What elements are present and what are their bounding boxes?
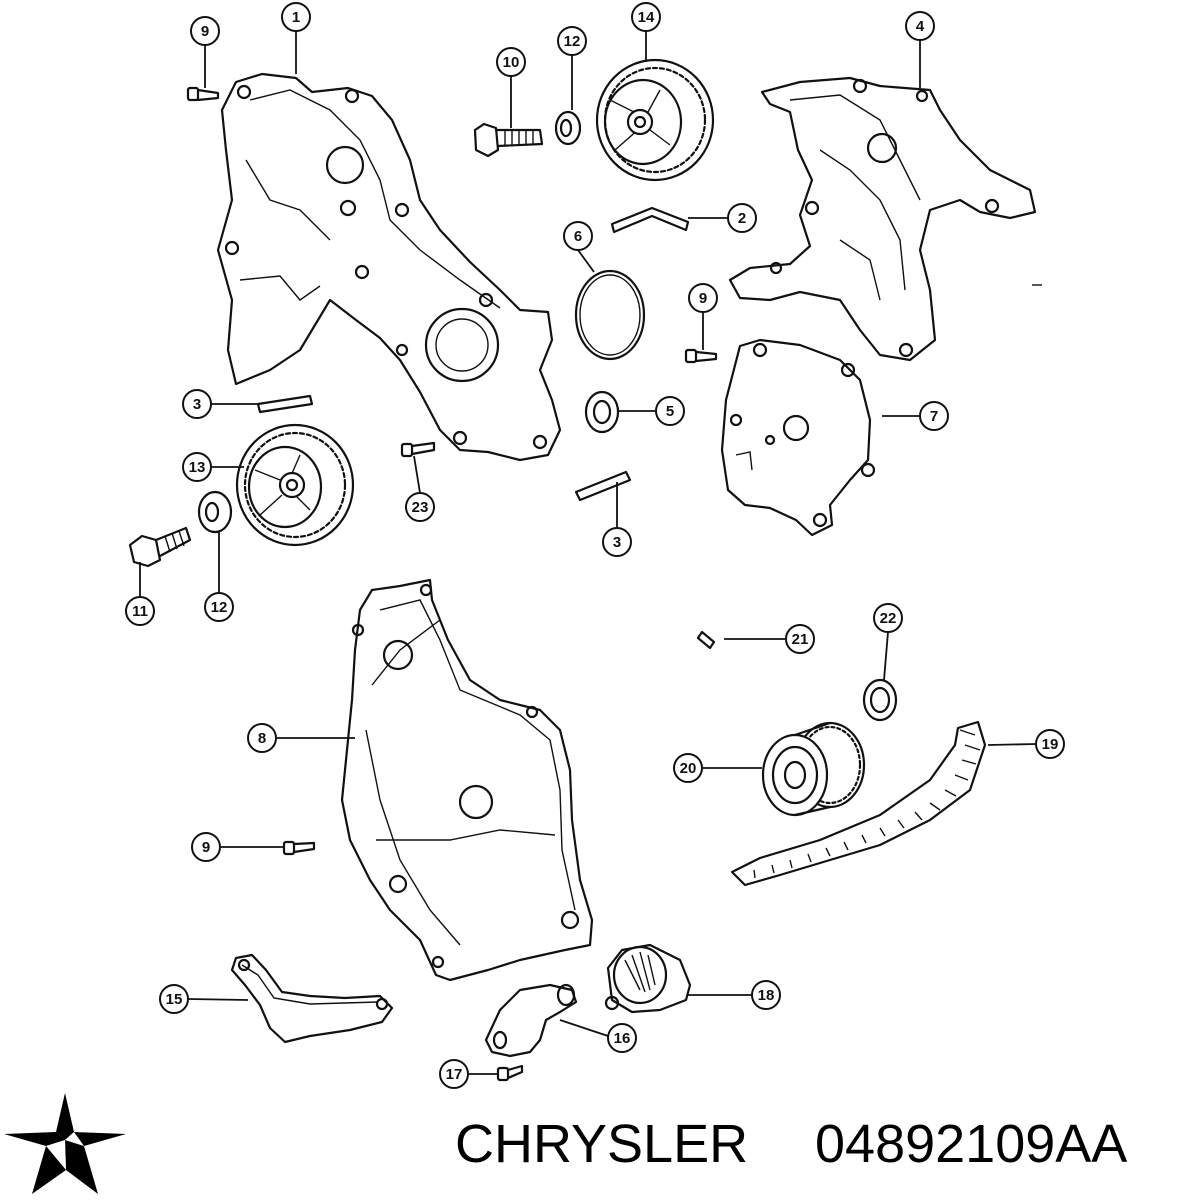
svg-text:9: 9	[201, 23, 209, 40]
brand-name: CHRYSLER	[455, 1114, 748, 1174]
callout-13: 13	[182, 452, 212, 482]
part-21-dowel-pin	[696, 630, 716, 650]
svg-text:12: 12	[564, 33, 581, 50]
part-9-bolt-mid	[684, 348, 718, 364]
part-22-seal	[862, 678, 898, 722]
callout-6: 6	[563, 221, 593, 251]
svg-text:3: 3	[193, 396, 201, 413]
callout-20: 20	[673, 753, 703, 783]
part-4-rear-cover	[728, 76, 1042, 362]
part-16-tensioner-arm	[484, 983, 578, 1058]
svg-text:16: 16	[614, 1030, 631, 1047]
callout-9-top: 9	[190, 16, 220, 46]
svg-text:20: 20	[680, 760, 697, 777]
svg-text:10: 10	[503, 54, 520, 71]
svg-text:4: 4	[916, 18, 925, 35]
svg-text:22: 22	[880, 610, 897, 627]
part-7-cover-plate	[720, 338, 876, 537]
svg-text:15: 15	[166, 991, 183, 1008]
callout-8: 8	[247, 723, 277, 753]
callout-4: 4	[905, 11, 935, 41]
svg-text:11: 11	[132, 603, 148, 620]
svg-text:2: 2	[738, 210, 746, 227]
svg-text:17: 17	[446, 1066, 463, 1083]
part-3-key-upper	[256, 394, 314, 414]
svg-text:3: 3	[613, 534, 621, 551]
part-3-key-lower	[574, 470, 632, 502]
part-2-key	[610, 206, 690, 234]
callout-1: 1	[281, 2, 311, 32]
part-23-bolt	[400, 441, 436, 458]
callout-2: 2	[727, 203, 757, 233]
part-11-bolt	[128, 526, 192, 568]
part-number: 04892109AA	[815, 1114, 1127, 1174]
callout-7: 7	[919, 401, 949, 431]
svg-text:7: 7	[930, 408, 938, 425]
svg-text:12: 12	[211, 599, 228, 616]
callout-5: 5	[655, 396, 685, 426]
svg-text:18: 18	[758, 987, 775, 1004]
callout-3-upper: 3	[182, 389, 212, 419]
callout-19: 19	[1035, 729, 1065, 759]
callout-16: 16	[607, 1023, 637, 1053]
svg-text:1: 1	[292, 9, 300, 26]
part-5-seal	[584, 390, 620, 434]
part-10-bolt	[473, 122, 544, 158]
callout-14: 14	[631, 2, 661, 32]
svg-text:19: 19	[1042, 736, 1059, 753]
part-1-front-cover	[216, 72, 562, 462]
callout-10: 10	[496, 47, 526, 77]
callout-12-top: 12	[557, 26, 587, 56]
part-20-idler-pulley	[761, 721, 866, 817]
svg-text:21: 21	[792, 631, 809, 648]
callout-3-lower: 3	[602, 527, 632, 557]
part-8-outer-timing-cover	[340, 578, 594, 982]
part-17-bolt	[496, 1064, 524, 1082]
svg-text:9: 9	[202, 839, 210, 856]
callout-11: 11	[125, 596, 155, 626]
chrysler-pentastar-icon	[4, 1093, 126, 1194]
svg-text:9: 9	[699, 290, 707, 307]
svg-text:8: 8	[258, 730, 266, 747]
callout-17: 17	[439, 1059, 469, 1089]
part-9-bolt-top	[186, 86, 220, 102]
part-12-washer-top	[554, 110, 582, 146]
callout-15: 15	[159, 984, 189, 1014]
part-19-timing-belt	[730, 720, 987, 887]
svg-text:6: 6	[574, 228, 582, 245]
callout-9-mid: 9	[688, 283, 718, 313]
callout-12-lower: 12	[204, 592, 234, 622]
part-6-o-ring	[574, 269, 646, 361]
callout-22: 22	[873, 603, 903, 633]
part-13-camshaft-sprocket-lower	[235, 423, 355, 547]
part-18-tensioner	[604, 943, 692, 1014]
part-15-gasket	[230, 953, 394, 1044]
svg-text:5: 5	[666, 403, 674, 420]
part-9-bolt-lower	[282, 840, 316, 856]
part-12-washer-lower	[197, 490, 233, 534]
svg-text:14: 14	[638, 9, 655, 26]
callout-9-lower: 9	[191, 832, 221, 862]
callout-21: 21	[785, 624, 815, 654]
callout-18: 18	[751, 980, 781, 1010]
svg-text:23: 23	[412, 499, 429, 516]
leader-lines	[139, 31, 1037, 1075]
part-14-camshaft-sprocket-top	[595, 58, 715, 182]
svg-text:13: 13	[189, 459, 206, 476]
callout-23: 23	[405, 492, 435, 522]
